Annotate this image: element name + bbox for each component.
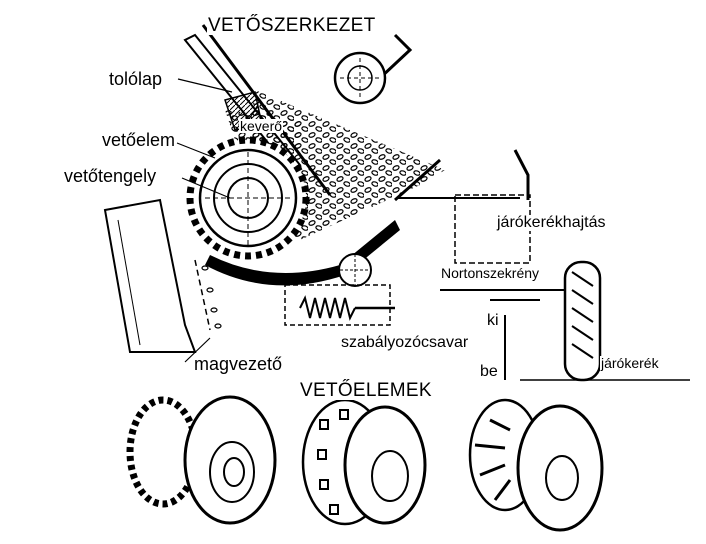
seed-element-3 [468, 398, 604, 532]
label-magvezeto: magvezető [193, 354, 284, 374]
seed-wheel [186, 136, 310, 260]
label-keverő: keverő [239, 118, 284, 134]
label-jarokerekhajtas: járókerékhajtás [496, 214, 607, 231]
seed-element-2 [301, 398, 427, 526]
label-be: be [479, 363, 499, 380]
label-nortonszekreny: Nortonszekrény [440, 265, 541, 281]
adjusting-screw [284, 284, 395, 326]
label-tololap: tolólap [108, 69, 164, 89]
label-vetoelem: vetőelem [101, 130, 177, 150]
seed-element-1 [126, 395, 277, 525]
diagram-title: VETŐSZERKEZET [207, 15, 377, 36]
agitator-shaft [333, 51, 387, 105]
ground-wheel [563, 260, 602, 382]
label-ki: ki [486, 312, 500, 329]
section-title: VETŐELEMEK [299, 380, 433, 401]
label-szabalyozocsavar: szabályozócsavar [340, 334, 470, 351]
seed-tube [103, 198, 222, 353]
label-jarokerek: járókerék [600, 355, 660, 371]
label-vetotengely: vetőtengely [63, 166, 158, 186]
leader-lines [176, 78, 259, 363]
bottom-flap [205, 220, 400, 287]
